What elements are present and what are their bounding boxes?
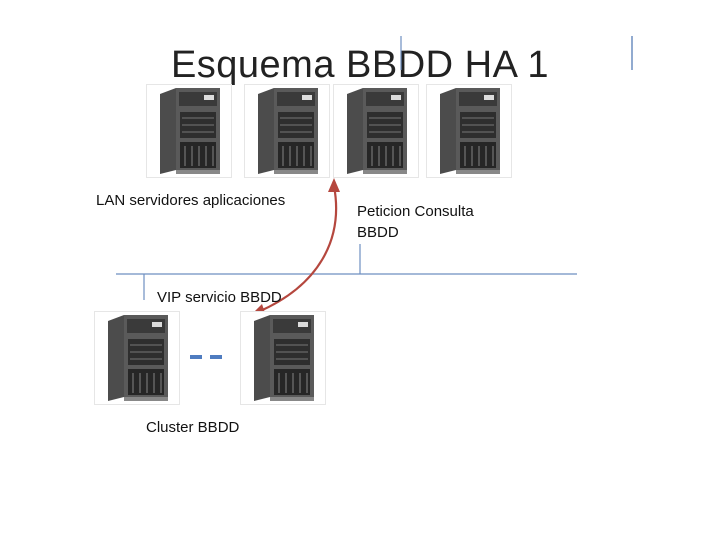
app-server-2	[244, 84, 330, 178]
server-tower-icon	[244, 84, 330, 178]
server-tower-icon	[146, 84, 232, 178]
server-tower-icon	[94, 311, 180, 405]
server-tower-icon	[240, 311, 326, 405]
app-server-4	[426, 84, 512, 178]
server-tower-icon	[333, 84, 419, 178]
app-server-3	[333, 84, 419, 178]
lan-label: LAN servidores aplicaciones	[96, 192, 286, 209]
arrow-head-top	[328, 178, 340, 192]
request-label: Peticion Consulta BBDD	[357, 203, 474, 241]
request-arrow	[257, 185, 338, 314]
app-server-1	[146, 84, 232, 178]
cluster-label: Cluster BBDD	[146, 419, 240, 436]
vip-label: VIP servicio BBDD	[157, 289, 282, 306]
server-tower-icon	[426, 84, 512, 178]
db-server-2	[240, 311, 326, 405]
diagram-title: Esquema BBDD HA 1	[170, 44, 550, 86]
db-server-1	[94, 311, 180, 405]
